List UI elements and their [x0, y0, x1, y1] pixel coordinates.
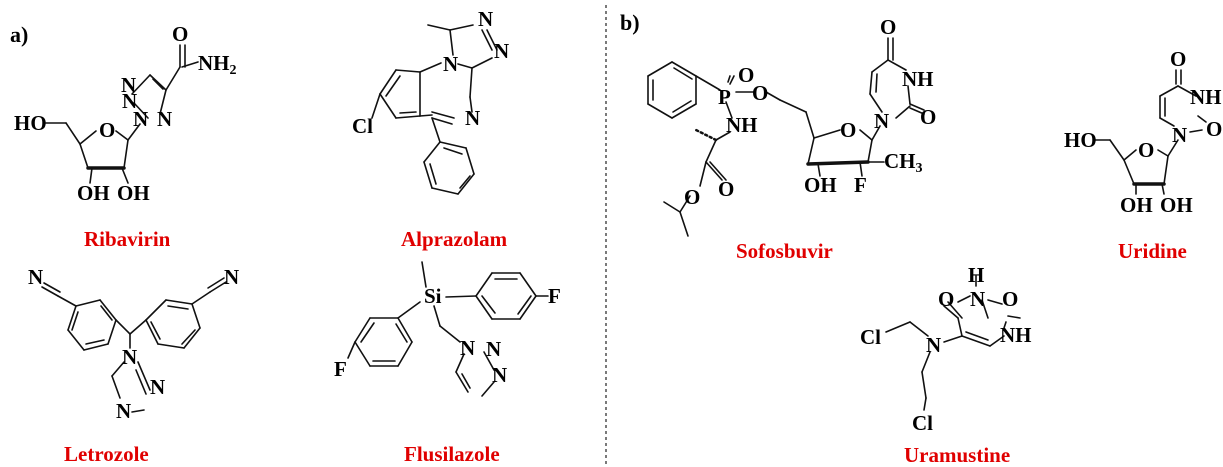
uridine-bonds [1093, 69, 1207, 195]
letrozole-n-right: N [224, 265, 239, 289]
ribavirin-oh-2: OH [117, 181, 150, 205]
letrozole-name: Letrozole [64, 442, 149, 466]
alprazolam-n-3: N [443, 52, 458, 76]
uridine-o-top: O [1170, 47, 1186, 71]
sofosbuvir-o-top: O [880, 15, 896, 39]
letrozole-n-2: N [150, 375, 165, 399]
ribavirin-ho: HO [14, 111, 47, 135]
panel-label-a: a) [10, 22, 28, 47]
sofosbuvir-o-ester-2: O [718, 177, 734, 201]
flusilazole-name: Flusilazole [404, 442, 500, 466]
ribavirin-o-ring: O [99, 118, 115, 142]
alprazolam-structure: N N N N Cl Alprazolam [352, 7, 509, 251]
ribavirin-n-3: N [133, 107, 148, 131]
uramustine-o-2: O [1002, 287, 1018, 311]
ribavirin-n-1: N [121, 73, 136, 97]
flusilazole-n-2: N [486, 337, 501, 361]
sofosbuvir-ch3: CH3 [884, 149, 923, 176]
flusilazole-n-1: N [460, 336, 475, 360]
flusilazole-n-3: N [492, 363, 507, 387]
letrozole-n-1: N [122, 345, 137, 369]
flusilazole-bonds [347, 261, 549, 397]
sofosbuvir-o-sugar: O [840, 118, 856, 142]
ribavirin-oh-1: OH [77, 181, 110, 205]
sofosbuvir-p: P [718, 85, 731, 109]
panel-label-b: b) [620, 10, 640, 35]
ribavirin-o-carbonyl: O [172, 22, 188, 46]
sofosbuvir-nh-amide: NH [726, 113, 758, 137]
uridine-name: Uridine [1118, 239, 1187, 263]
ribavirin-name: Ribavirin [84, 227, 171, 251]
uridine-oh-1: OH [1120, 193, 1153, 217]
uramustine-cl-2: Cl [912, 411, 933, 435]
uramustine-n-1: N [970, 287, 985, 311]
uramustine-h: H [968, 263, 984, 287]
sofosbuvir-o-2: O [752, 81, 768, 105]
uramustine-cl-1: Cl [860, 325, 881, 349]
uramustine-structure: H O N O NH N Cl Cl Uramustine [860, 263, 1032, 467]
uridine-structure: O NH N O HO O OH OH Uridine [1064, 47, 1222, 263]
alprazolam-bonds [371, 24, 498, 195]
flusilazole-f-left: F [334, 357, 347, 381]
sofosbuvir-n-ring: N [874, 109, 889, 133]
ribavirin-structure: O NH2 N N N N HO O OH OH Ribavirin [14, 22, 237, 251]
sofosbuvir-o-carb: O [920, 105, 936, 129]
ribavirin-n-4: N [122, 89, 137, 113]
sofosbuvir-o-1: O [738, 63, 754, 87]
uramustine-name: Uramustine [904, 443, 1010, 467]
alprazolam-cl: Cl [352, 114, 373, 138]
uridine-o-carb: O [1206, 117, 1222, 141]
sofosbuvir-o-ester: O [684, 185, 700, 209]
uridine-n: N [1172, 123, 1187, 147]
letrozole-n-3: N [116, 399, 131, 423]
alprazolam-n-2: N [494, 39, 509, 63]
flusilazole-f-right: F [548, 284, 561, 308]
uridine-oh-2: OH [1160, 193, 1193, 217]
uridine-nh: NH [1190, 85, 1222, 109]
sofosbuvir-name: Sofosbuvir [736, 239, 833, 263]
letrozole-bonds [41, 277, 227, 413]
sofosbuvir-f: F [854, 173, 867, 197]
flusilazole-si: Si [424, 284, 442, 308]
uramustine-bonds [885, 275, 1021, 411]
uramustine-nh: NH [1000, 323, 1032, 347]
sofosbuvir-oh: OH [804, 173, 837, 197]
sofosbuvir-nh-ring: NH [902, 67, 934, 91]
sofosbuvir-bonds [647, 37, 925, 237]
ribavirin-nh2: NH2 [198, 51, 237, 78]
uramustine-o-1: O [938, 287, 954, 311]
flusilazole-structure: Si F F N N N Flusilazole [334, 261, 561, 466]
uramustine-n: N [926, 333, 941, 357]
letrozole-structure: N N N N N Letrozole [28, 265, 239, 466]
uridine-o-sugar: O [1138, 138, 1154, 162]
uridine-ho: HO [1064, 128, 1097, 152]
alprazolam-n-4: N [465, 106, 480, 130]
letrozole-n-left: N [28, 265, 43, 289]
alprazolam-n-1: N [478, 7, 493, 31]
alprazolam-name: Alprazolam [401, 227, 508, 251]
ribavirin-n-2: N [157, 107, 172, 131]
ribavirin-bonds [45, 44, 199, 184]
sofosbuvir-structure: O P O NH O O O NH N O O CH3 OH F Sofosbu… [647, 15, 936, 263]
